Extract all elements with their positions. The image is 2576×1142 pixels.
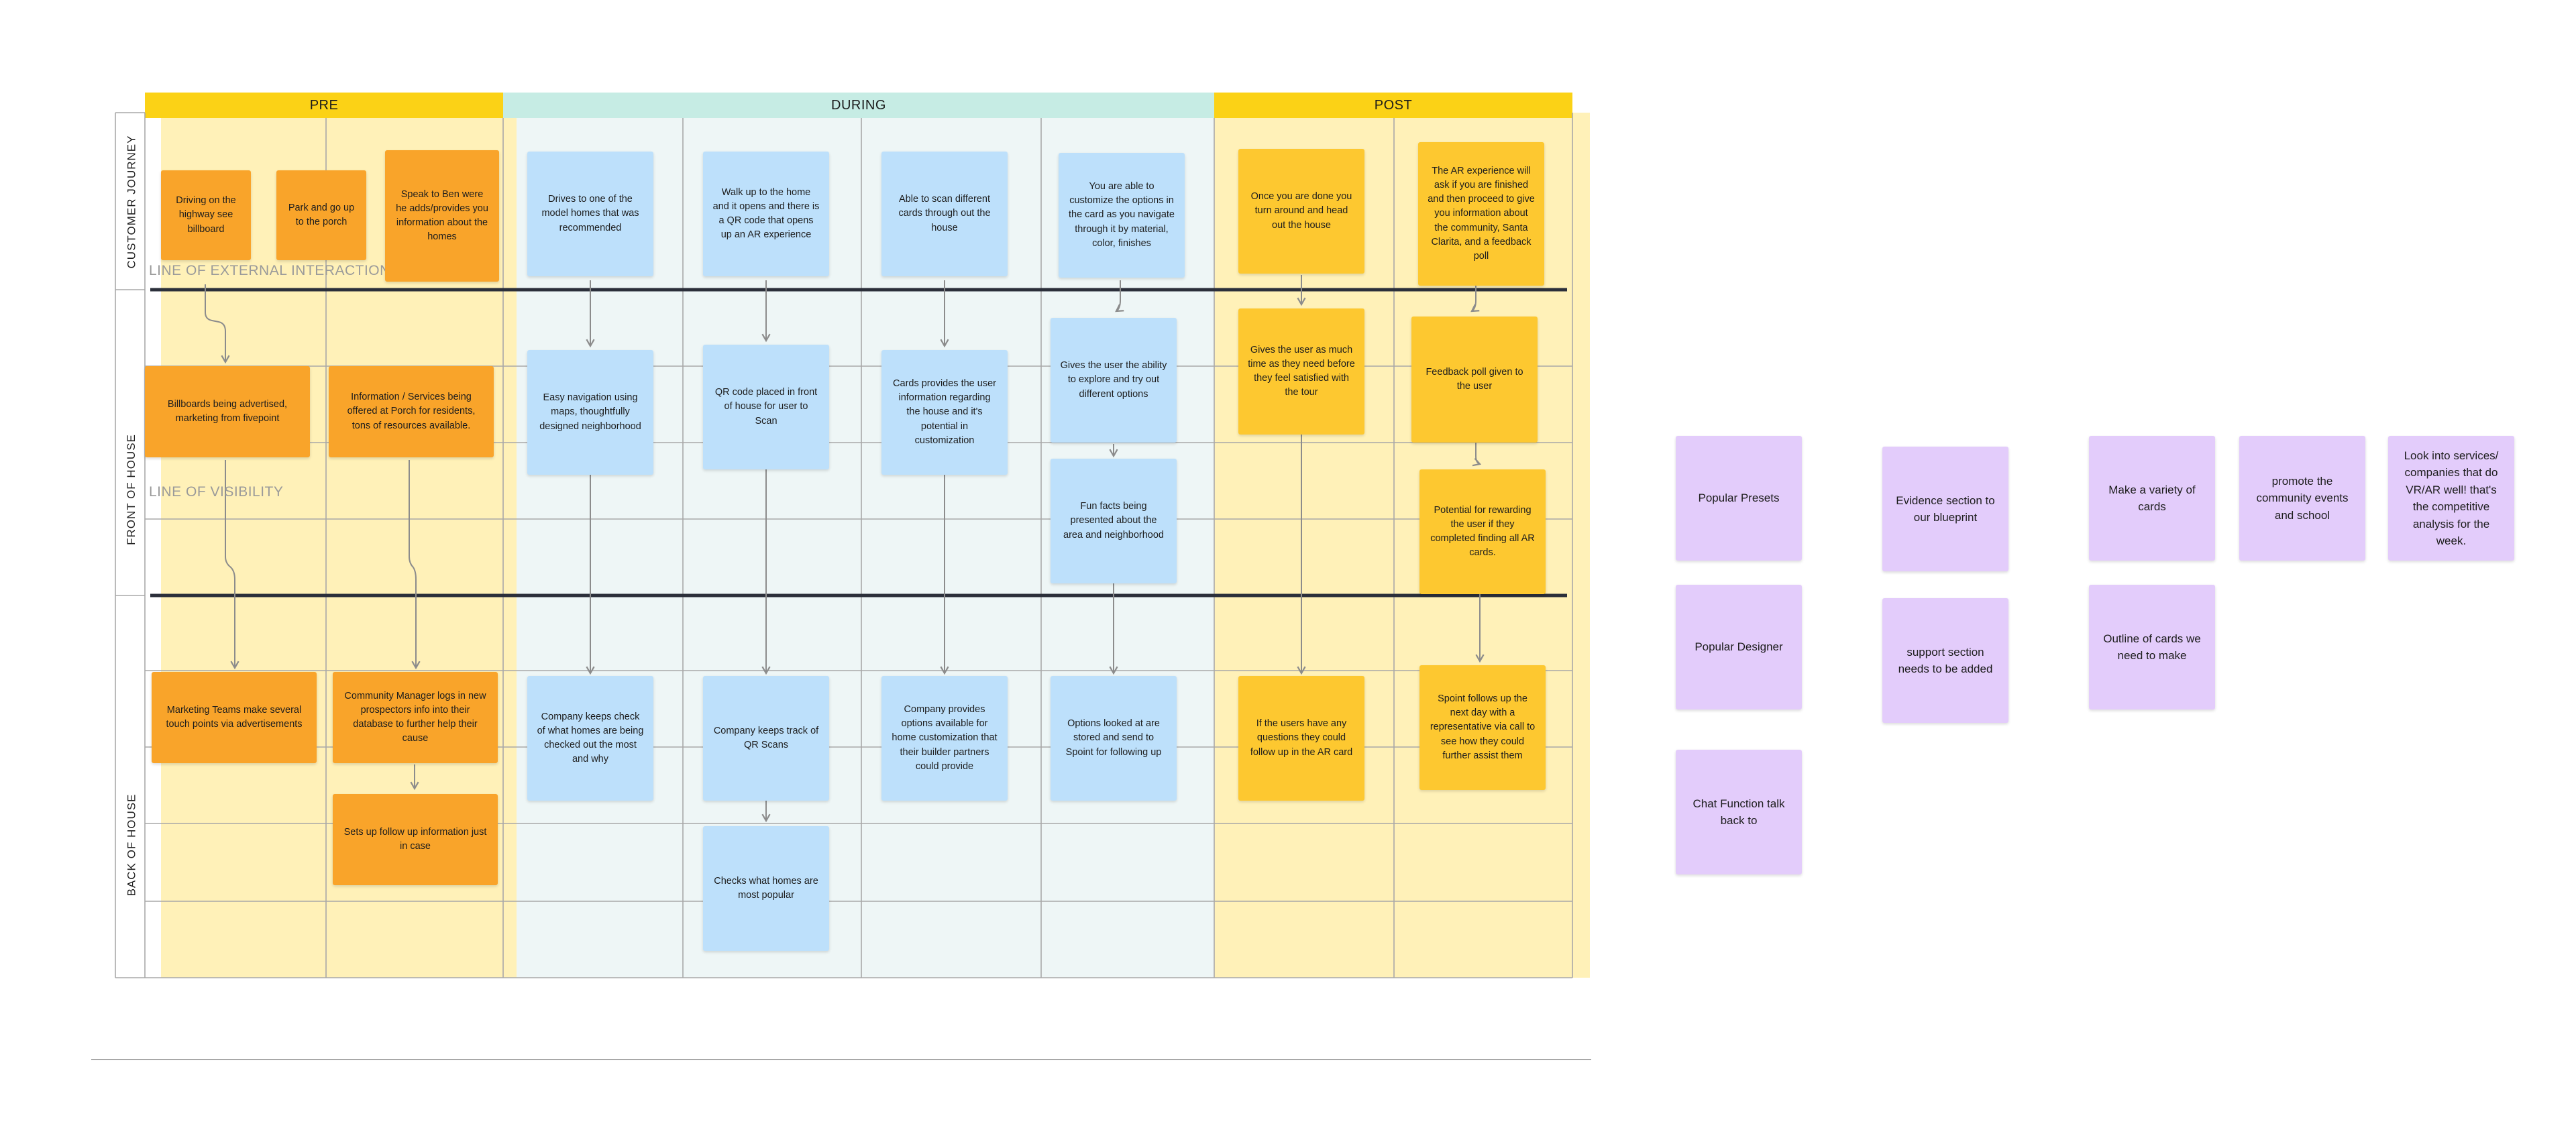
sticky-services-at-porch[interactable]: Information / Services being offered at … xyxy=(329,366,494,457)
sticky-time-to-satisfy[interactable]: Gives the user as much time as they need… xyxy=(1238,308,1364,435)
sticky-customize-options[interactable]: You are able to customize the options in… xyxy=(1059,153,1185,278)
sticky-track-qr-scans[interactable]: Company keeps track of QR Scans xyxy=(703,676,829,801)
phase-header-during: DURING xyxy=(503,93,1214,118)
sticky-follow-up-ar-card[interactable]: If the users have any questions they cou… xyxy=(1238,676,1364,801)
sticky-feedback-poll[interactable]: Feedback poll given to the user xyxy=(1411,317,1538,443)
line-of-visibility-label: LINE OF VISIBILITY xyxy=(149,484,284,500)
note-support-section[interactable]: support section needs to be added xyxy=(1882,598,2008,723)
sticky-head-out-house[interactable]: Once you are done you turn around and he… xyxy=(1238,149,1364,274)
sticky-qr-code-placed[interactable]: QR code placed in front of house for use… xyxy=(703,345,829,469)
note-popular-presets[interactable]: Popular Presets xyxy=(1676,436,1802,561)
sticky-community-manager-logs[interactable]: Community Manager logs in new prospector… xyxy=(333,672,498,763)
sticky-follow-up-info[interactable]: Sets up follow up information just in ca… xyxy=(333,794,498,885)
sticky-reward-user[interactable]: Potential for rewarding the user if they… xyxy=(1419,469,1546,594)
sticky-speak-to-ben[interactable]: Speak to Ben were he adds/provides you i… xyxy=(385,150,499,282)
lane-label-front-of-house: FRONT OF HOUSE xyxy=(125,434,138,545)
lane-label-back-of-house: BACK OF HOUSE xyxy=(125,793,138,897)
note-variety-of-cards[interactable]: Make a variety of cards xyxy=(2089,436,2215,561)
sticky-drives-to-model-home[interactable]: Drives to one of the model homes that wa… xyxy=(527,152,653,276)
sticky-easy-navigation[interactable]: Easy navigation using maps, thoughtfully… xyxy=(527,350,653,475)
note-promote-community-events[interactable]: promote the community events and school xyxy=(2239,436,2365,561)
sticky-explore-options[interactable]: Gives the user the ability to explore an… xyxy=(1051,318,1177,443)
sticky-ar-experience-finish[interactable]: The AR experience will ask if you are fi… xyxy=(1418,142,1544,286)
lane-label-customer-journey: CUSTOMER JOURNEY xyxy=(125,135,138,269)
sticky-company-checks-homes[interactable]: Company keeps check of what homes are be… xyxy=(527,676,653,801)
note-outline-of-cards[interactable]: Outline of cards we need to make xyxy=(2089,585,2215,709)
note-chat-function[interactable]: Chat Function talk back to xyxy=(1676,750,1802,874)
sticky-customization-options[interactable]: Company provides options available for h… xyxy=(881,676,1008,801)
phase-header-post: POST xyxy=(1214,93,1572,118)
sticky-billboards-advertised[interactable]: Billboards being advertised, marketing f… xyxy=(145,366,310,457)
sticky-scan-cards[interactable]: Able to scan different cards through out… xyxy=(881,152,1008,276)
note-evidence-section[interactable]: Evidence section to our blueprint xyxy=(1882,447,2008,571)
sticky-fun-facts[interactable]: Fun facts being presented about the area… xyxy=(1051,459,1177,583)
sticky-walk-up-to-home[interactable]: Walk up to the home and it opens and the… xyxy=(703,152,829,276)
sticky-popular-homes[interactable]: Checks what homes are most popular xyxy=(703,826,829,951)
sticky-park-go-to-porch[interactable]: Park and go up to the porch xyxy=(276,170,366,260)
line-of-external-interaction-label: LINE OF EXTERNAL INTERACTION xyxy=(149,263,390,278)
sticky-driving-on-highway[interactable]: Driving on the highway see billboard xyxy=(161,170,251,260)
note-popular-designer[interactable]: Popular Designer xyxy=(1676,585,1802,709)
phase-header-pre: PRE xyxy=(145,93,503,118)
sticky-cards-provide-info[interactable]: Cards provides the user information rega… xyxy=(881,350,1008,475)
sticky-spoint-follows-up[interactable]: Spoint follows up the next day with a re… xyxy=(1419,665,1546,790)
note-competitive-analysis[interactable]: Look into services/ companies that do VR… xyxy=(2388,436,2514,561)
sticky-marketing-touch-points[interactable]: Marketing Teams make several touch point… xyxy=(152,672,317,763)
sticky-options-sent-to-spoint[interactable]: Options looked at are stored and send to… xyxy=(1051,676,1177,801)
